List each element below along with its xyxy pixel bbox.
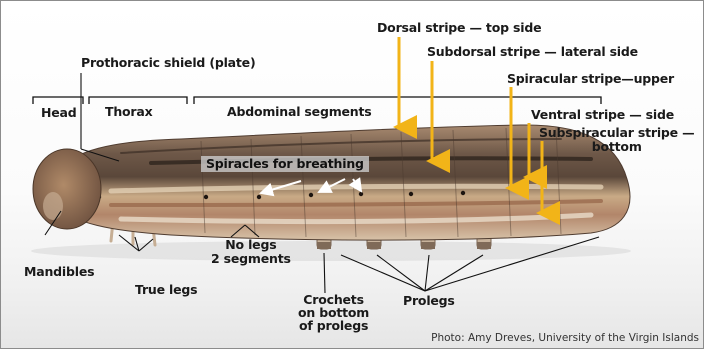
no-legs-line1: No legs <box>211 238 291 252</box>
spiracles-label: Spiracles for breathing <box>201 156 369 172</box>
subspiracular-stripe-line1: Subspiracular stripe — <box>539 126 694 140</box>
subdorsal-stripe-label: Subdorsal stripe — lateral side <box>427 45 638 59</box>
thorax-label: Thorax <box>105 105 152 119</box>
no-legs-line2: 2 segments <box>211 252 291 266</box>
head-label: Head <box>41 106 77 120</box>
dorsal-stripe-label: Dorsal stripe — top side <box>377 21 541 35</box>
true-legs-label: True legs <box>135 283 197 297</box>
abdominal-segments-label: Abdominal segments <box>227 105 372 119</box>
mandibles-shape <box>43 192 63 220</box>
head-capsule <box>33 149 101 229</box>
ventral-stripe-label: Ventral stripe — side <box>531 108 674 122</box>
subspiracular-stripe-label: Subspiracular stripe — bottom <box>539 126 694 154</box>
mandibles-label: Mandibles <box>24 265 94 279</box>
spiracular-stripe-label: Spiracular stripe—upper <box>507 72 674 86</box>
photo-credit: Photo: Amy Dreves, University of the Vir… <box>431 332 699 344</box>
crochets-label: Crochets on bottom of prolegs <box>298 293 369 332</box>
region-brackets <box>33 97 601 104</box>
no-legs-label: No legs 2 segments <box>211 238 291 266</box>
prothoracic-shield-label: Prothoracic shield (plate) <box>81 56 255 70</box>
prolegs-label: Prolegs <box>403 294 455 308</box>
subspiracular-stripe-line2: bottom <box>539 140 694 154</box>
crochets-line3: of prolegs <box>298 319 369 332</box>
